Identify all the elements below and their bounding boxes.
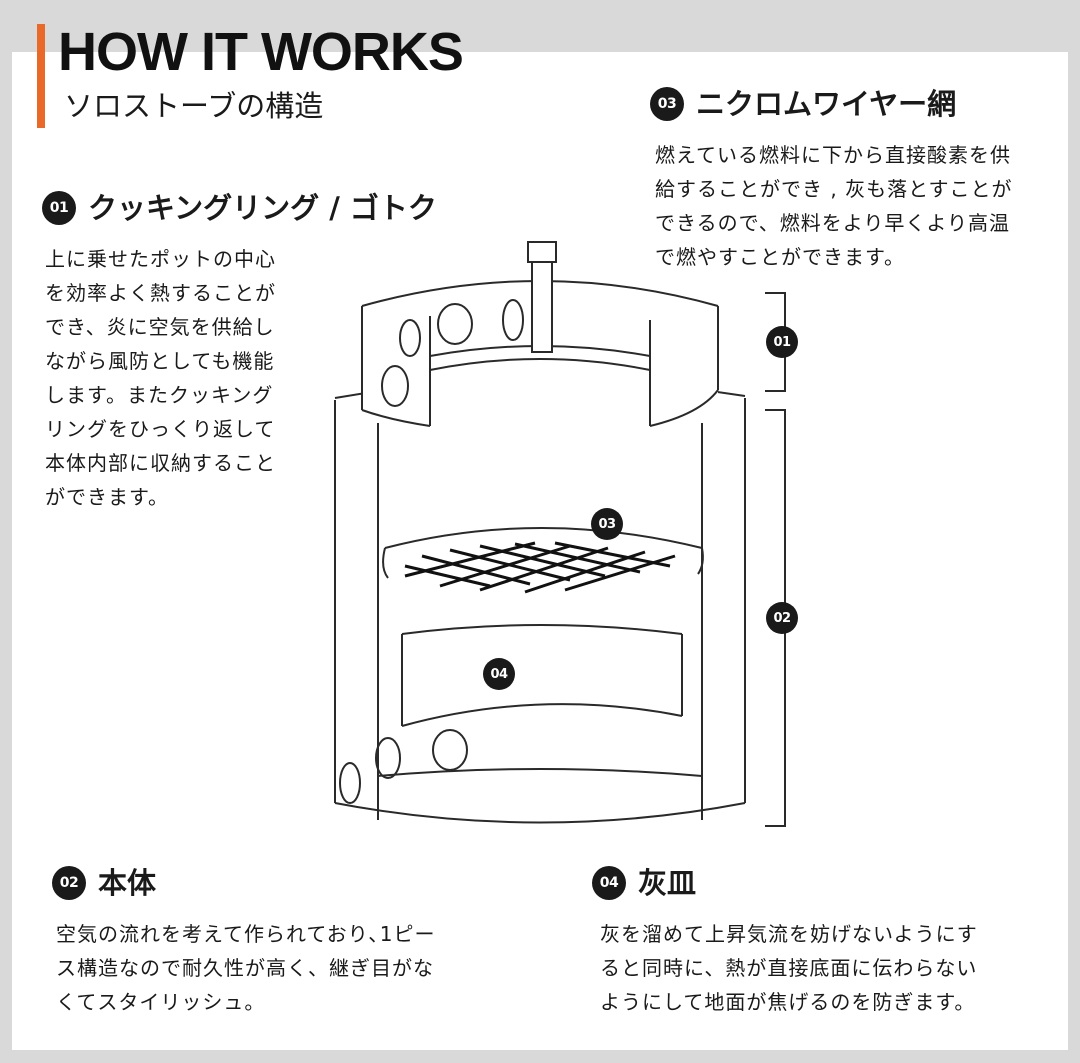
section-title: ニクロムワイヤー網 xyxy=(696,87,957,121)
ash-pan xyxy=(401,624,683,727)
marker-grate: 03 xyxy=(591,508,623,540)
stove-diagram xyxy=(334,241,786,827)
dimension-brackets xyxy=(765,292,786,827)
section-02-heading: 02 本体 xyxy=(52,864,156,902)
section-number-badge: 02 xyxy=(52,866,86,900)
section-01-heading: 01 クッキングリング / ゴトク xyxy=(42,189,437,227)
section-04-description: 灰を溜めて上昇気流を妨げないようにす ると同時に、熱が直接底面に伝わらない よう… xyxy=(600,922,978,1014)
section-title: 灰皿 xyxy=(638,866,697,900)
stove-body xyxy=(334,378,746,824)
section-title: クッキングリング / ゴトク xyxy=(88,191,437,225)
section-number-badge: 04 xyxy=(592,866,626,900)
section-01-description: 上に乗せたポットの中心 を効率よく熱することが でき、炎に空気を供給し ながら風… xyxy=(45,247,276,509)
section-03-heading: 03 ニクロムワイヤー網 xyxy=(650,85,956,123)
section-number-badge: 03 xyxy=(650,87,684,121)
section-number-badge: 01 xyxy=(42,191,76,225)
section-04-heading: 04 灰皿 xyxy=(592,864,696,902)
section-title: 本体 xyxy=(98,866,157,900)
cooking-ring xyxy=(361,241,719,427)
marker-cooking-ring: 01 xyxy=(766,326,798,358)
section-03-description: 燃えている燃料に下から直接酸素を供 給することができ , 灰も落とすことが でき… xyxy=(655,143,1013,269)
section-02-description: 空気の流れを考えて作られており､1ピー ス構造なので耐久性が高く、継ぎ目がな く… xyxy=(56,922,436,1014)
marker-body: 02 xyxy=(766,602,798,634)
page-title: HOW IT WORKS xyxy=(58,22,464,82)
marker-ash-pan: 04 xyxy=(483,658,515,690)
nichrome-grate xyxy=(382,527,704,594)
page-subtitle: ソロストーブの構造 xyxy=(64,89,324,123)
header-accent-bar xyxy=(37,24,45,128)
